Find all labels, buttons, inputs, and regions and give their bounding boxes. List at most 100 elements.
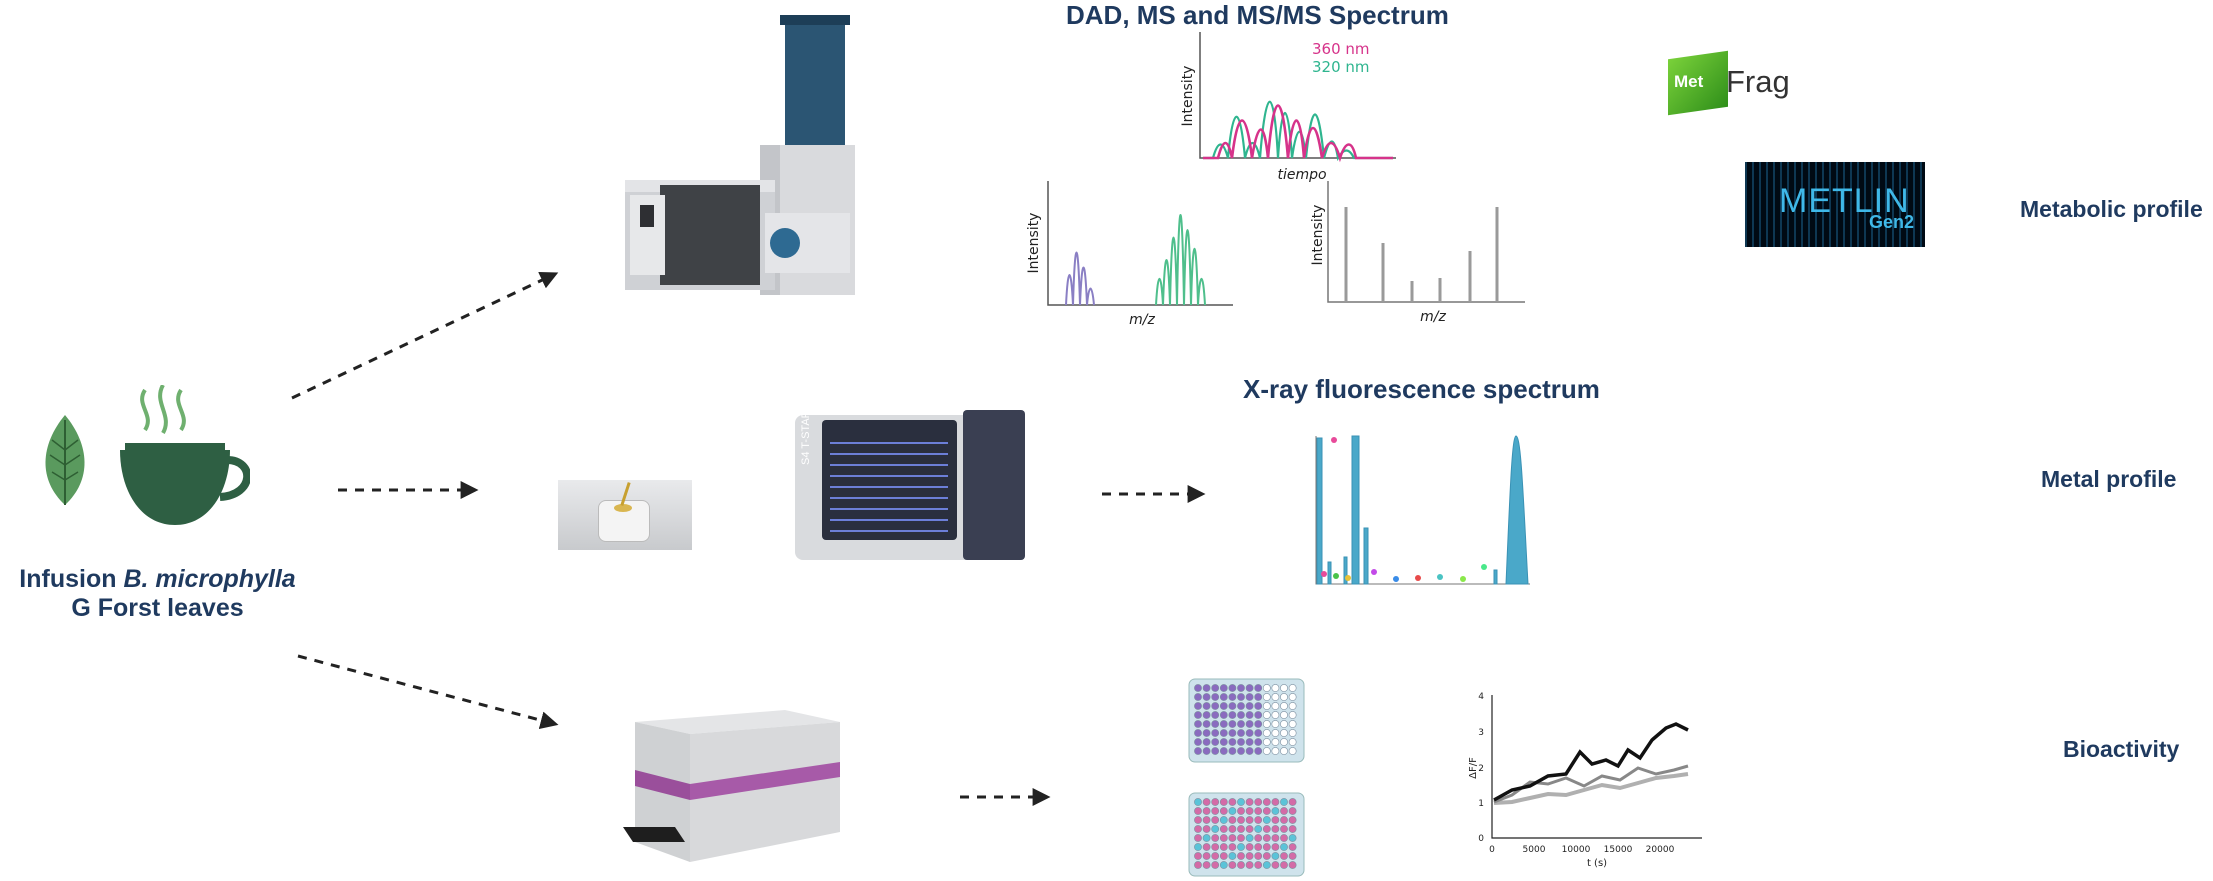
plate-well [1202,852,1211,860]
plate-well [1288,711,1297,719]
plate-well [1194,861,1202,869]
metabolic-profile-label: Metabolic profile [2020,196,2203,222]
plate-well [1219,711,1228,719]
plate-well [1245,693,1254,701]
plate-well [1271,843,1280,851]
plate-well [1202,834,1211,842]
xrf-marker [1331,437,1337,443]
plate-well [1219,825,1228,833]
plate-well [1202,825,1211,833]
plate-well [1237,861,1245,869]
plate-well [1211,693,1220,701]
plate-well [1245,702,1254,710]
plate-well [1262,747,1271,755]
plate-well [1288,702,1297,710]
plate-well [1237,825,1245,833]
xrf-marker [1321,571,1327,577]
plate-well [1211,711,1220,719]
dad-trace-320 [1203,100,1393,162]
plate-well [1245,798,1254,806]
xrf-marker [1333,573,1339,579]
plate-well [1194,711,1202,719]
plate-well [1280,684,1288,692]
xrf-peak [1316,437,1323,585]
bio-ytick: 1 [1478,799,1484,809]
plate-well [1288,738,1297,746]
ms-spectrum: Intensity m/z [1026,181,1233,328]
plate-well [1288,720,1297,728]
bio-xtick: 0 [1489,845,1495,855]
plate-well [1271,807,1280,815]
plate-well [1280,861,1288,869]
plate-well [1271,816,1280,824]
plate-well [1194,729,1202,737]
plate-well [1280,825,1288,833]
plate-well [1280,843,1288,851]
plate-well [1202,807,1211,815]
plate-well [1262,798,1271,806]
plate-well [1280,852,1288,860]
plate-well [1262,843,1271,851]
metal-profile-label: Metal profile [2041,466,2177,492]
plate-well [1194,816,1202,824]
plate-well [1254,702,1263,710]
plate-well [1237,852,1245,860]
plate-well [1262,807,1271,815]
plate-well [1262,693,1271,701]
plate-well [1280,807,1288,815]
plate-well [1288,747,1297,755]
xrf-sample-cup-image [558,480,692,550]
msms-axes [1327,181,1525,303]
plate-well [1280,693,1288,701]
plate-well [1237,834,1245,842]
dad-axes [1199,32,1396,159]
plate-well [1245,684,1254,692]
plate-well [1254,825,1263,833]
plate-well [1288,684,1297,692]
xrf-marker [1460,576,1466,582]
msms-xlabel: m/z [1420,309,1446,325]
plate-well [1228,861,1237,869]
ms-ylabel: Intensity [1026,213,1042,274]
plate-well [1288,861,1297,869]
leaf-icon [45,415,85,505]
dad-trace-360 [1203,104,1393,163]
bio-ytick: 4 [1478,692,1484,702]
xrf-peak [1493,569,1498,585]
plate-well [1245,738,1254,746]
plate-well [1254,852,1263,860]
plate-well [1254,843,1263,851]
plate-well [1211,834,1220,842]
plate-well [1228,747,1237,755]
plate-well [1228,693,1237,701]
plate-well [1228,711,1237,719]
plate-well [1271,720,1280,728]
plate-pink-image [1188,792,1305,877]
dad-legend-360: 360 nm [1312,40,1370,58]
plate-well [1271,852,1280,860]
bio-xtick: 10000 [1562,845,1591,855]
bioactivity-label: Bioactivity [2063,736,2180,762]
plate-well [1280,720,1288,728]
plate-well [1228,729,1237,737]
xrf-marker [1393,576,1399,582]
plate-well [1219,852,1228,860]
plate-well [1211,738,1220,746]
plate-well [1237,738,1245,746]
plate-well [1194,798,1202,806]
plate-well [1280,729,1288,737]
plate-well [1254,816,1263,824]
plate-well [1194,720,1202,728]
plate-well [1211,843,1220,851]
xrf-marker [1481,564,1487,570]
plate-well [1228,738,1237,746]
ms-trace-purple [1065,251,1095,306]
plate-well [1288,852,1297,860]
bio-xtick: 20000 [1646,845,1675,855]
plate-well [1288,843,1297,851]
plate-well [1219,861,1228,869]
plate-well [1280,711,1288,719]
plate-well [1288,825,1297,833]
plate-well [1194,738,1202,746]
